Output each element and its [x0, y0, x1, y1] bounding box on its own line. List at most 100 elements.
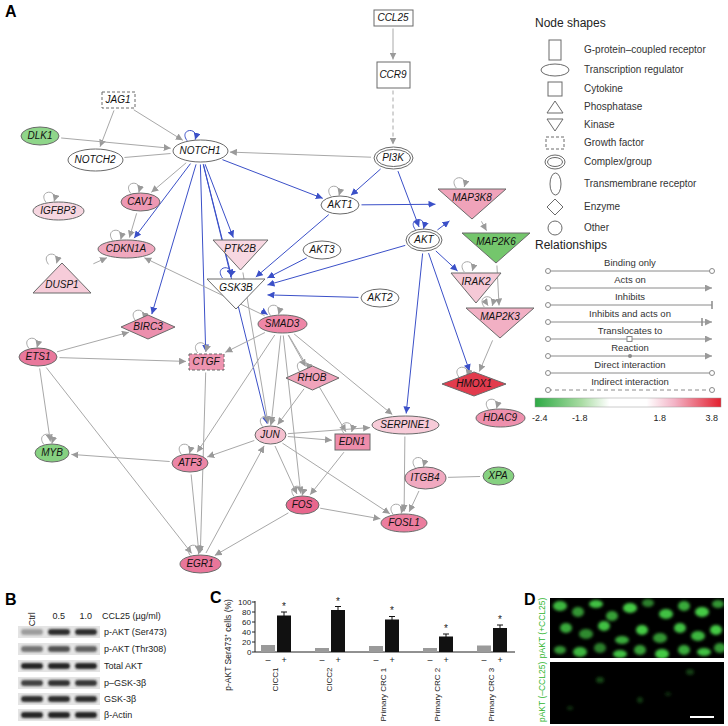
gene-node: JUN	[254, 425, 287, 445]
shape-outline	[68, 149, 123, 171]
gene-name: ETS1	[25, 351, 50, 363]
node-label: MAP2K6	[476, 236, 515, 248]
blot-label: p–GSK-3β	[104, 678, 146, 688]
blot-label: Total AKT	[104, 661, 143, 671]
relation-edge	[61, 138, 171, 148]
tick-label: 0	[247, 648, 251, 657]
gene-node: AKT	[405, 228, 443, 252]
node-label: PI3K	[382, 152, 404, 164]
shape-outline	[335, 434, 370, 450]
shape-outline	[180, 555, 221, 573]
gene-node: NOTCH1	[172, 139, 229, 163]
western-blot	[18, 626, 100, 721]
significance-mark: *	[444, 623, 448, 635]
shape-outline	[547, 119, 563, 131]
legend-line-part	[548, 305, 712, 306]
node-label: CTGF	[192, 356, 219, 368]
group-label: Primary CRC 1	[379, 667, 388, 721]
relation-edge	[129, 213, 136, 237]
micrograph-ccl25	[550, 598, 726, 659]
self-loop	[486, 399, 497, 409]
gene-node: AKT2	[360, 288, 400, 308]
node-label: HDAC9	[483, 412, 517, 424]
node-label: ETS1	[25, 351, 50, 363]
legend-item: Cytokine	[536, 77, 726, 101]
relation-edge	[479, 340, 492, 371]
relation-edge	[206, 446, 264, 553]
self-loop	[46, 254, 57, 264]
node-label: CCL25	[377, 12, 408, 24]
node-label: CDKN1A	[106, 243, 147, 255]
shape-outline	[550, 173, 561, 195]
legend-line-part	[546, 269, 551, 274]
relation-edge	[203, 164, 267, 423]
shape-outline	[442, 372, 506, 396]
gene-name: CCL25	[377, 12, 408, 24]
legend-sample	[549, 172, 562, 196]
legend-sample	[546, 100, 564, 114]
shape-outline	[372, 416, 439, 434]
shape-outline	[547, 101, 563, 113]
shape-outline	[548, 221, 562, 235]
gene-node: CTGF	[188, 353, 225, 371]
shape-outline	[548, 158, 563, 167]
relation-edge	[230, 152, 371, 157]
legend-text: Enzyme	[584, 195, 620, 219]
node-label: SERPINE1	[380, 419, 429, 431]
legend-line-part	[546, 371, 551, 376]
shape-outline	[377, 62, 410, 88]
relation-edge	[267, 258, 306, 278]
relation-edge	[282, 443, 389, 514]
gene-name: SMAD3	[265, 318, 299, 330]
gene-node: MYB	[34, 443, 70, 463]
node-label: CAV1	[127, 196, 153, 208]
node-label: AKT	[414, 234, 433, 246]
relation-edge	[40, 368, 51, 441]
axis-label: p-AKT Ser473⁺ cells (%)	[224, 599, 234, 691]
gene-name: NOTCH2	[74, 154, 115, 166]
shape-outline	[173, 140, 228, 162]
shape-outline	[286, 366, 339, 390]
condition-label: +	[444, 655, 449, 665]
blot-label: p-AKT (Ser473)	[104, 627, 167, 637]
gene-name: CTGF	[192, 356, 219, 368]
gene-node: CCL25	[373, 9, 414, 27]
scale-value: 3.8	[706, 413, 719, 423]
gene-node: BIRC3	[120, 314, 176, 340]
self-loop	[413, 457, 424, 467]
tick-label: 40	[242, 628, 251, 637]
shape-outline	[406, 229, 442, 251]
relation-edge	[448, 476, 480, 478]
gene-node: IGFBP3	[32, 201, 85, 221]
condition-label: –	[374, 655, 379, 665]
legend-sample	[547, 81, 563, 97]
legend-item: Transcription regulator	[536, 58, 726, 82]
gene-name: AKT2	[367, 292, 392, 304]
node-label: IGFBP3	[40, 205, 76, 217]
relation-edge	[271, 335, 281, 423]
gene-node: CAV1	[120, 192, 161, 212]
shape-outline	[541, 64, 569, 76]
node-label: BIRC3	[133, 321, 162, 333]
panel-letter: B	[5, 591, 17, 609]
gene-name: CAV1	[127, 196, 153, 208]
legend-item: Kinase	[536, 113, 726, 137]
significance-mark: *	[336, 596, 340, 608]
self-loop	[195, 343, 206, 353]
legend-item: Phosphatase	[536, 95, 726, 119]
panel-letter: D	[524, 591, 536, 609]
gene-name: ATF3	[178, 457, 202, 469]
node-label: EDN1	[339, 436, 366, 448]
relation-edge	[288, 428, 370, 434]
shape-outline	[549, 40, 561, 60]
gene-name: PTK2B	[224, 243, 256, 255]
shape-outline	[172, 454, 208, 472]
node-label: EGR1	[186, 558, 213, 570]
legend-line-part	[546, 303, 551, 308]
gene-node: AKT1	[320, 195, 360, 215]
legend-line-part	[546, 354, 551, 359]
self-loop	[27, 338, 38, 348]
lane-label: 0.5	[53, 611, 66, 621]
relation-edge	[320, 508, 380, 519]
